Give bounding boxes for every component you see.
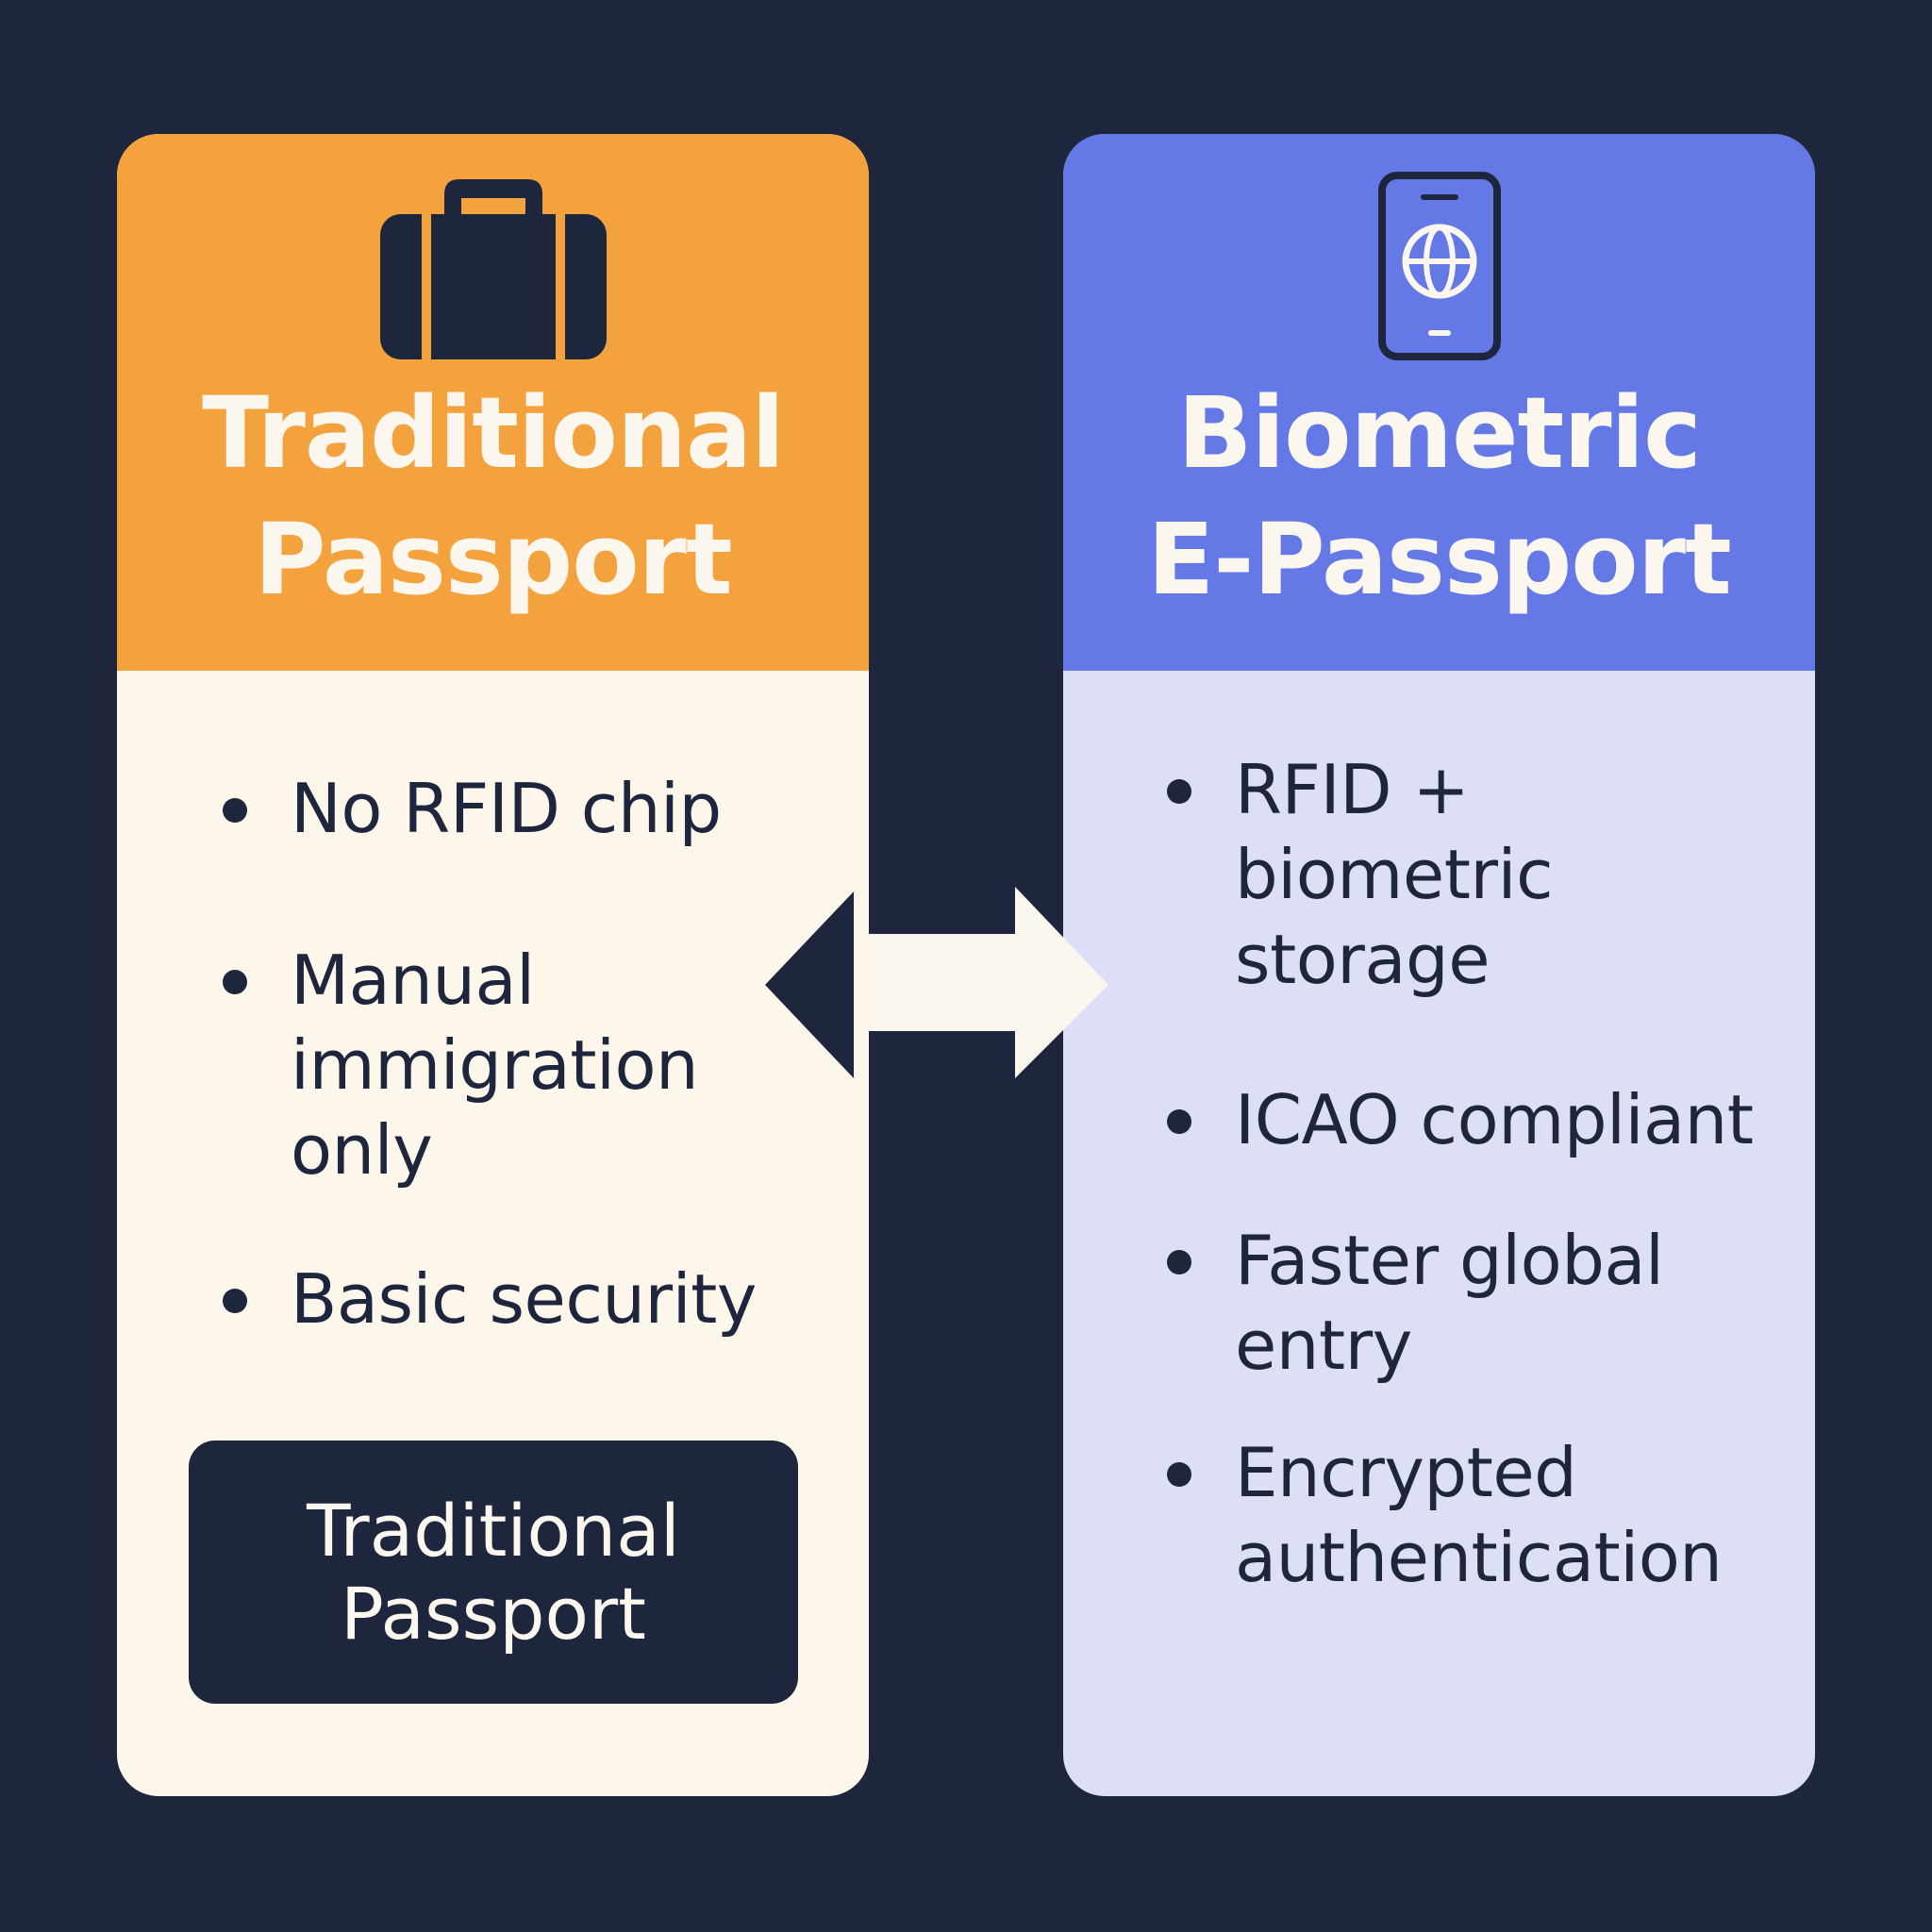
list-item: RFID + biometric storage: [1161, 747, 1554, 1002]
phone-globe-icon: [1063, 172, 1815, 360]
bullet-text: storage: [1235, 920, 1491, 999]
footer-label-line1: Traditional: [307, 1488, 680, 1573]
footer-label-line2: Passport: [341, 1571, 646, 1656]
biometric-title-line2: E-Passport: [1147, 502, 1732, 617]
bullet-text: Basic security: [291, 1259, 757, 1339]
traditional-passport-card: Traditional Passport No RFID chip Manual…: [117, 134, 869, 1796]
biometric-passport-card: Biometric E-Passport RFID + biometric st…: [1063, 134, 1815, 1796]
bullet-text: authentication: [1235, 1518, 1723, 1597]
bullet-text: immigration: [291, 1025, 699, 1105]
list-item: Faster global entry: [1161, 1218, 1664, 1388]
list-item: Manual immigration only: [217, 938, 699, 1192]
bullet-text: Manual: [291, 941, 535, 1020]
list-item: Encrypted authentication: [1161, 1430, 1723, 1600]
biometric-card-header: Biometric E-Passport: [1063, 134, 1815, 671]
bullet-text: Encrypted: [1235, 1433, 1577, 1512]
list-item: No RFID chip: [217, 766, 722, 851]
bullet-text: only: [291, 1110, 433, 1190]
traditional-title: Traditional Passport: [117, 370, 869, 623]
traditional-title-line1: Traditional: [202, 375, 785, 491]
bullet-text: RFID +: [1235, 750, 1470, 829]
biometric-title-line1: Biometric: [1177, 375, 1702, 491]
traditional-title-line2: Passport: [254, 502, 732, 617]
bullet-text: biometric: [1235, 835, 1554, 914]
bullet-text: No RFID chip: [291, 769, 722, 848]
list-item: Basic security: [217, 1257, 757, 1341]
suitcase-icon: [117, 172, 869, 360]
biometric-title: Biometric E-Passport: [1063, 370, 1815, 623]
bullet-text: ICAO compliant: [1235, 1080, 1754, 1159]
traditional-footer-label: Traditional Passport: [189, 1441, 798, 1704]
bullet-text: entry: [1235, 1306, 1412, 1385]
traditional-card-header: Traditional Passport: [117, 134, 869, 671]
bullet-text: Faster global: [1235, 1221, 1664, 1300]
list-item: ICAO compliant: [1161, 1077, 1754, 1162]
